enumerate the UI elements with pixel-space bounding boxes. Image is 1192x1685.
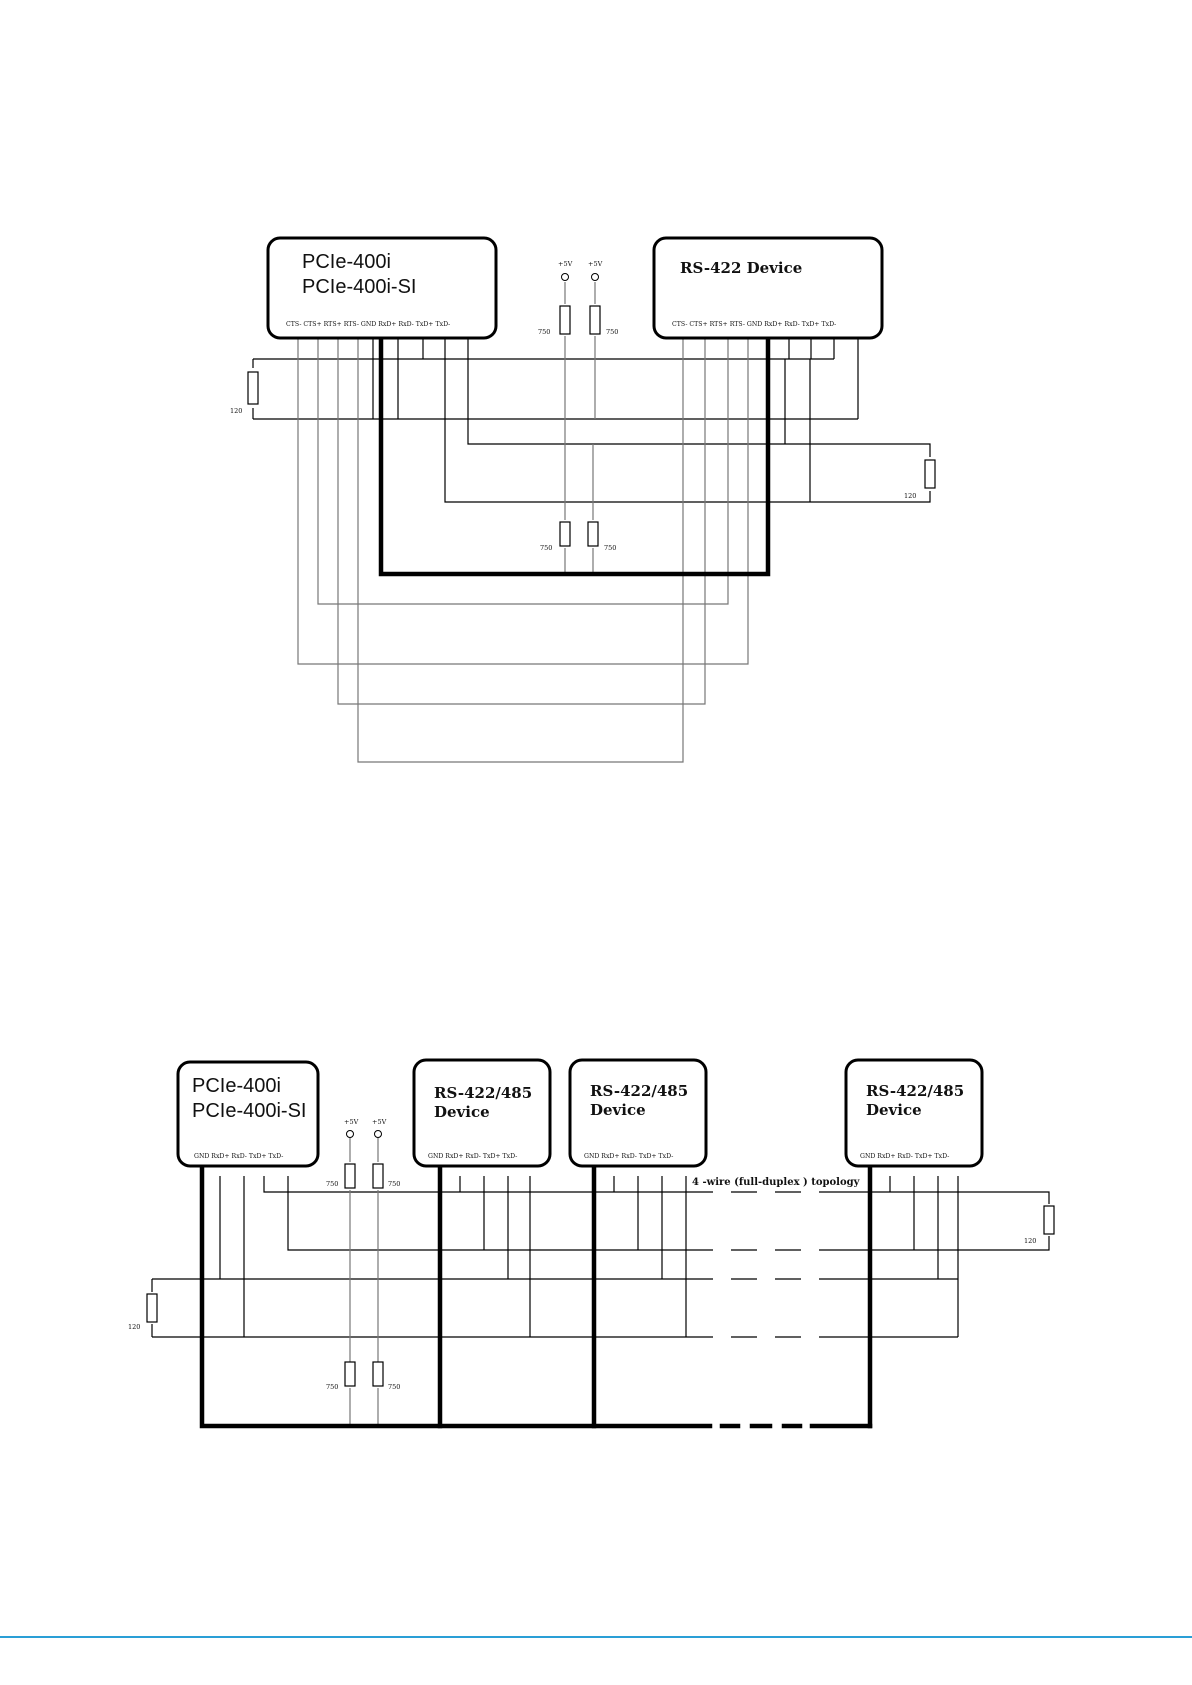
host-card-box [176, 1060, 320, 1168]
rs422-device-box [652, 236, 884, 340]
topology-note: 4 -wire (full-duplex ) topology [692, 1177, 861, 1188]
termination-resistor-left [146, 1293, 158, 1323]
pulldown-value-left: 750 [540, 544, 552, 552]
bus-break-marks [713, 1186, 819, 1343]
device3-subtitle: Device [866, 1101, 922, 1119]
diagram-rs422-full: PCIe-400i PCIe-400i-SI CTS- CTS+ RTS+ RT… [230, 236, 936, 763]
termination-value-left: 120 [128, 1323, 140, 1331]
pulldown-resistor-right [372, 1361, 384, 1387]
device1-pin-labels: GND RxD+ RxD- TxD+ TxD- [428, 1153, 517, 1160]
supply-terminal-left [346, 1130, 354, 1138]
device-pin-labels: CTS- CTS+ RTS+ RTS- GND RxD+ RxD- TxD+ T… [672, 321, 836, 328]
host-pin-labels: GND RxD+ RxD- TxD+ TxD- [194, 1153, 283, 1160]
signal-wires [252, 282, 931, 763]
device2-pin-labels: GND RxD+ RxD- TxD+ TxD- [584, 1153, 673, 1160]
device1-box [412, 1058, 552, 1168]
termination-resistor-left [247, 371, 259, 405]
device2-title: RS-422/485 [590, 1082, 688, 1100]
host-card-name: PCIe-400i [192, 1075, 281, 1097]
device3-pin-labels: GND RxD+ RxD- TxD+ TxD- [860, 1153, 949, 1160]
device-title: RS-422 Device [680, 259, 802, 277]
host-card-variant: PCIe-400i-SI [302, 276, 417, 298]
pullup-resistor-right [372, 1163, 384, 1189]
supply-label-left: +5V [558, 260, 573, 268]
pulldown-resistor-right [587, 521, 599, 547]
gnd-bus [199, 1165, 713, 1429]
device3-box [844, 1058, 984, 1168]
pulldown-resistor-left [344, 1361, 356, 1387]
host-card-box [266, 236, 498, 340]
pulldown-resistor-left [559, 521, 571, 547]
pullup-resistor-right [589, 305, 601, 335]
device1-title: RS-422/485 [434, 1084, 532, 1102]
host-pin-labels: CTS- CTS+ RTS+ RTS- GND RxD+ RxD- TxD+ T… [286, 321, 450, 328]
supply-terminal-left [561, 273, 569, 281]
gnd-wire [378, 335, 771, 577]
pulldown-value-right: 750 [604, 544, 616, 552]
pullup-value-left: 750 [326, 1180, 338, 1188]
host-card-name: PCIe-400i [302, 251, 391, 273]
bus-wires [151, 1138, 1050, 1426]
pullup-value-left: 750 [538, 328, 550, 336]
pulldown-value-left: 750 [326, 1383, 338, 1391]
device1-subtitle: Device [434, 1103, 490, 1121]
supply-terminal-right [591, 273, 599, 281]
device3-title: RS-422/485 [866, 1082, 964, 1100]
pulldown-value-right: 750 [388, 1383, 400, 1391]
device2-box [568, 1058, 708, 1168]
termination-resistor-right [924, 459, 936, 489]
supply-label-right: +5V [588, 260, 603, 268]
pullup-value-right: 750 [606, 328, 618, 336]
supply-terminal-right [374, 1130, 382, 1138]
termination-value-right: 120 [904, 492, 916, 500]
pullup-resistor-left [559, 305, 571, 335]
pullup-resistor-left [344, 1163, 356, 1189]
termination-value-right: 120 [1024, 1237, 1036, 1245]
supply-label-right: +5V [372, 1118, 387, 1126]
termination-value-left: 120 [230, 407, 242, 415]
supply-label-left: +5V [344, 1118, 359, 1126]
pullup-value-right: 750 [388, 1180, 400, 1188]
diagram-multidrop-4wire: PCIe-400i PCIe-400i-SI GND RxD+ RxD- TxD… [128, 1058, 1055, 1429]
host-card-variant: PCIe-400i-SI [192, 1100, 307, 1122]
device2-subtitle: Device [590, 1101, 646, 1119]
termination-resistor-right [1043, 1205, 1055, 1235]
